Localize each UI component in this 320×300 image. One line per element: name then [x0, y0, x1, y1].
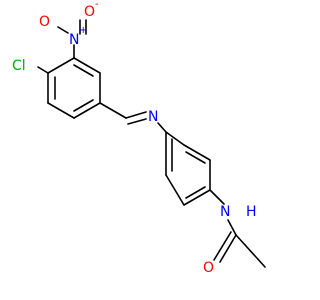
atom-label-n-amide: N [220, 204, 230, 220]
bond-ring2-c5-c6 [183, 144, 211, 161]
atom-charge-minus: - [95, 0, 99, 10]
bond-n-o-left [57, 26, 69, 34]
atom-label-cl: Cl [12, 58, 26, 74]
bond-n-imine-ring [157, 122, 167, 133]
bond-ring1-inner-c [73, 99, 94, 112]
bond-ring2-inner-b [185, 186, 206, 199]
atom-label-layer: Cl N + O - O N N H O [12, 0, 257, 276]
bond-ring1-c1-c2 [73, 57, 101, 74]
bond-ring1-c4-c5 [47, 102, 75, 119]
atom-label-n-nitro: N [69, 32, 79, 48]
bond-ring2-inner-c [185, 151, 206, 164]
bond-ring2-c2-c3 [165, 174, 185, 206]
bond-ring2-c3-c4 [183, 189, 211, 206]
bond-ring1-c5-c6 [73, 102, 101, 119]
bond-ring1-c2-c3 [47, 57, 75, 74]
bond-c-o-carbonyl [219, 234, 237, 263]
atom-label-o-carbonyl: O [203, 260, 214, 276]
atom-charge-plus: + [79, 25, 87, 36]
bond-c-cl [37, 66, 49, 74]
atom-label-n-imine: N [148, 109, 158, 125]
bond-layer [37, 19, 266, 268]
atom-label-h-amide: H [246, 204, 257, 220]
bond-ring2-c6-c1 [165, 131, 185, 146]
atom-label-o-nitro-left: O [39, 14, 50, 30]
bond-ring-n-amide [209, 189, 225, 205]
molecule-structure-diagram: Cl N + O - O N N H O [12, 0, 266, 276]
bond-c-o-carbonyl-second [213, 231, 232, 261]
bond-ring-ch [99, 102, 127, 119]
bond-n-amide-c-carbonyl [227, 219, 237, 236]
bond-ch-n-imine-second [127, 118, 147, 125]
atom-label-o-nitro-top: O [84, 4, 95, 20]
bond-c-methyl [235, 234, 266, 268]
bond-ch-n-imine [125, 111, 147, 119]
bond-ring1-inner-a [73, 64, 94, 77]
